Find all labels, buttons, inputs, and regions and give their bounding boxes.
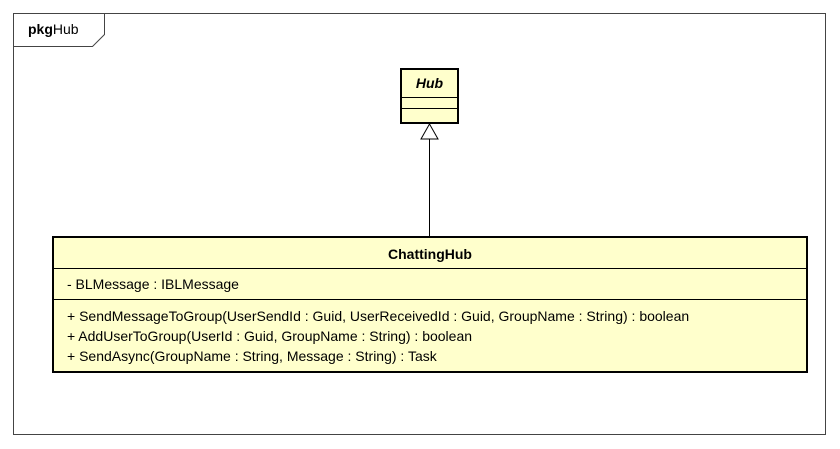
- package-name: Hub: [52, 21, 79, 37]
- class-chatting-hub-operations: + SendMessageToGroup(UserSendId : Guid, …: [54, 300, 806, 366]
- package-frame: [13, 13, 826, 435]
- generalization-arrowhead: [420, 122, 439, 140]
- package-keyword: pkg: [28, 21, 53, 37]
- class-hub-attributes: [402, 98, 457, 109]
- package-tab: [13, 13, 105, 47]
- class-chatting-hub-attributes: - BLMessage : IBLMessage: [54, 269, 806, 300]
- class-chatting-hub[interactable]: ChattingHub - BLMessage : IBLMessage + S…: [52, 236, 808, 373]
- operation-row: + AddUserToGroup(UserId : Guid, GroupNam…: [67, 328, 473, 344]
- class-hub-name: Hub: [402, 70, 457, 98]
- package-label: pkgHub: [28, 21, 79, 37]
- class-hub[interactable]: Hub: [400, 68, 459, 124]
- operation-row: + SendMessageToGroup(UserSendId : Guid, …: [67, 308, 690, 324]
- operation-row: + SendAsync(GroupName : String, Message …: [67, 348, 437, 364]
- class-chatting-hub-name: ChattingHub: [54, 238, 806, 269]
- attribute-row: - BLMessage : IBLMessage: [67, 276, 239, 292]
